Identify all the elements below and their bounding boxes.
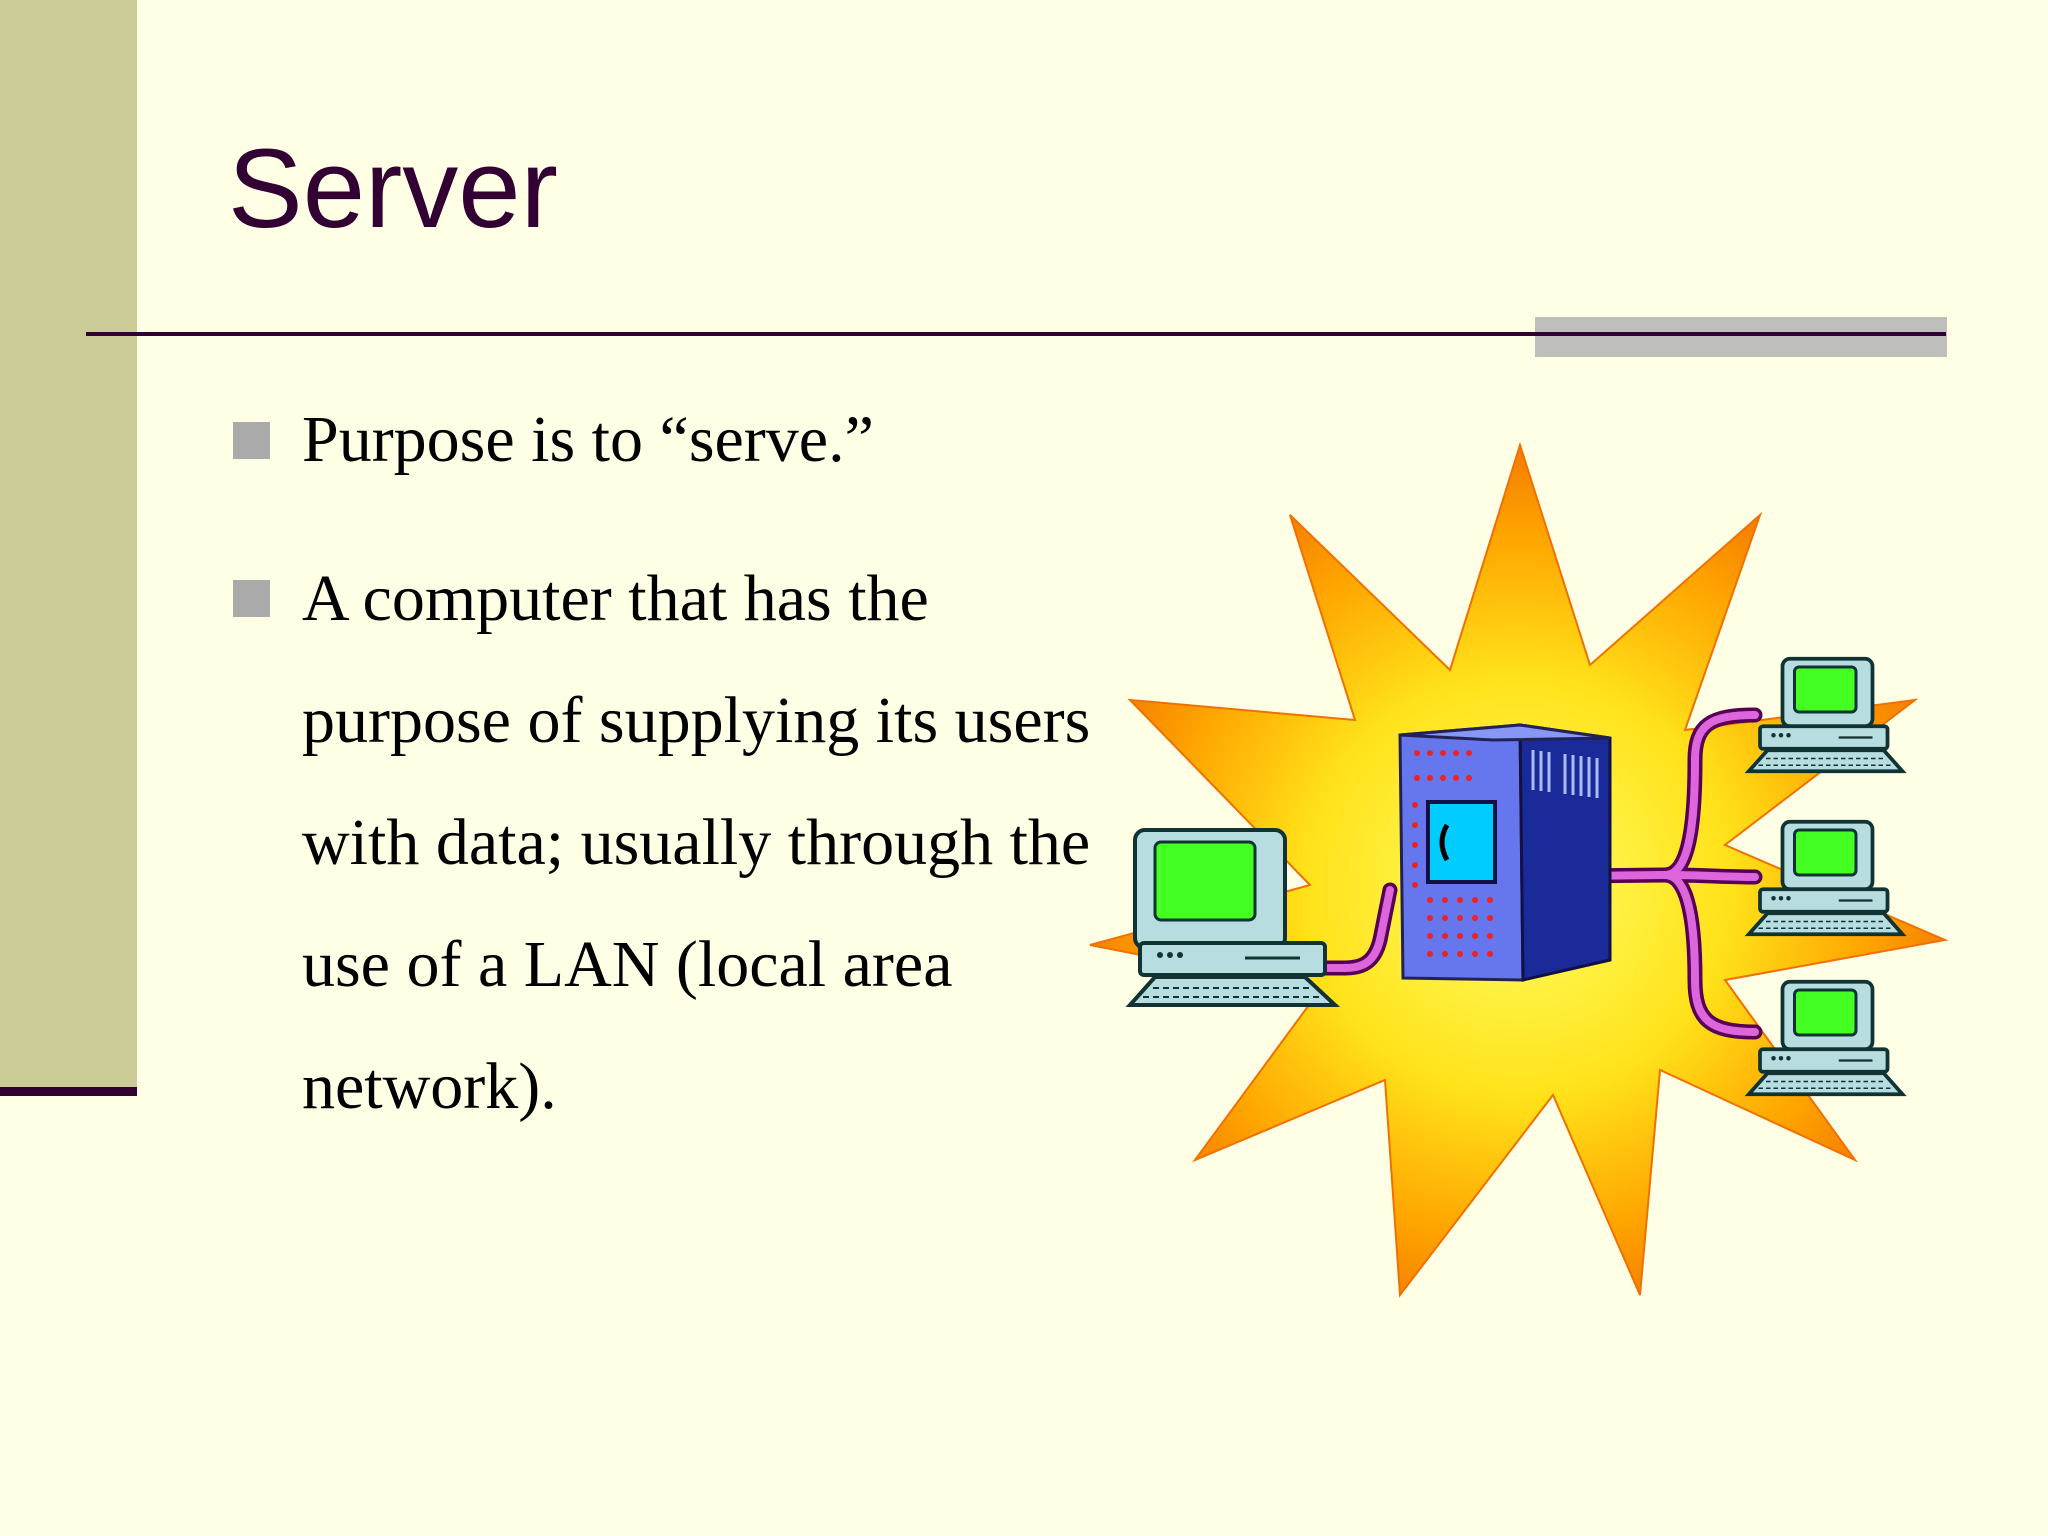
computer-workstation-icon xyxy=(1125,828,1341,1007)
network-cable-highlight xyxy=(1311,711,1759,1036)
rule-accent-block xyxy=(1535,317,1947,357)
slide-title: Server xyxy=(228,126,558,251)
bullet-item: Purpose is to “serve.” xyxy=(230,400,1110,480)
computer-workstation-icon xyxy=(1744,979,1907,1097)
title-divider xyxy=(86,332,1946,336)
bullet-text: A computer that has the purpose of suppl… xyxy=(302,562,1091,1123)
left-bar-underline xyxy=(0,1087,137,1096)
bullet-item: A computer that has the purpose of suppl… xyxy=(230,538,1110,1148)
server-network-clipart xyxy=(1089,441,1949,1298)
bullet-text: Purpose is to “serve.” xyxy=(302,403,874,476)
computer-workstation-icon xyxy=(1744,656,1907,774)
bullet-list: Purpose is to “serve.” A computer that h… xyxy=(230,400,1110,1166)
computer-workstation-icon xyxy=(1744,819,1907,937)
square-bullet-icon xyxy=(233,422,270,459)
left-decorative-bar xyxy=(0,0,137,1087)
square-bullet-icon xyxy=(233,580,270,617)
server-tower-icon xyxy=(1398,723,1612,982)
